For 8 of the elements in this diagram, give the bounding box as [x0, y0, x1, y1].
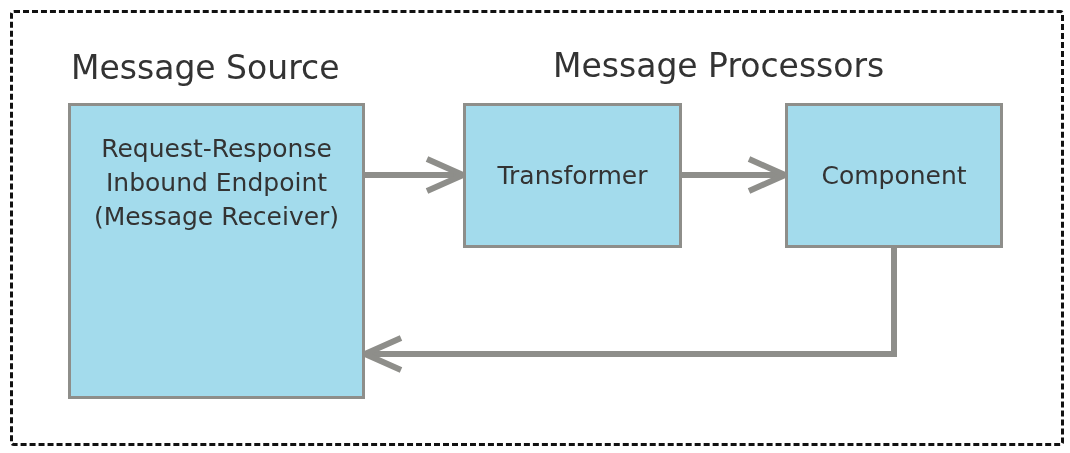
process-box — [785, 103, 1003, 248]
box-label: Request-Response Inbound Endpoint (Message Receiver) — [92, 133, 341, 233]
dashed-frame — [10, 10, 1064, 446]
box-label: Component — [821, 159, 967, 192]
group-heading: Message Source — [71, 48, 340, 87]
process-box — [463, 103, 682, 248]
group-heading: Message Processors — [553, 46, 885, 85]
box-label: Transformer — [497, 159, 648, 192]
